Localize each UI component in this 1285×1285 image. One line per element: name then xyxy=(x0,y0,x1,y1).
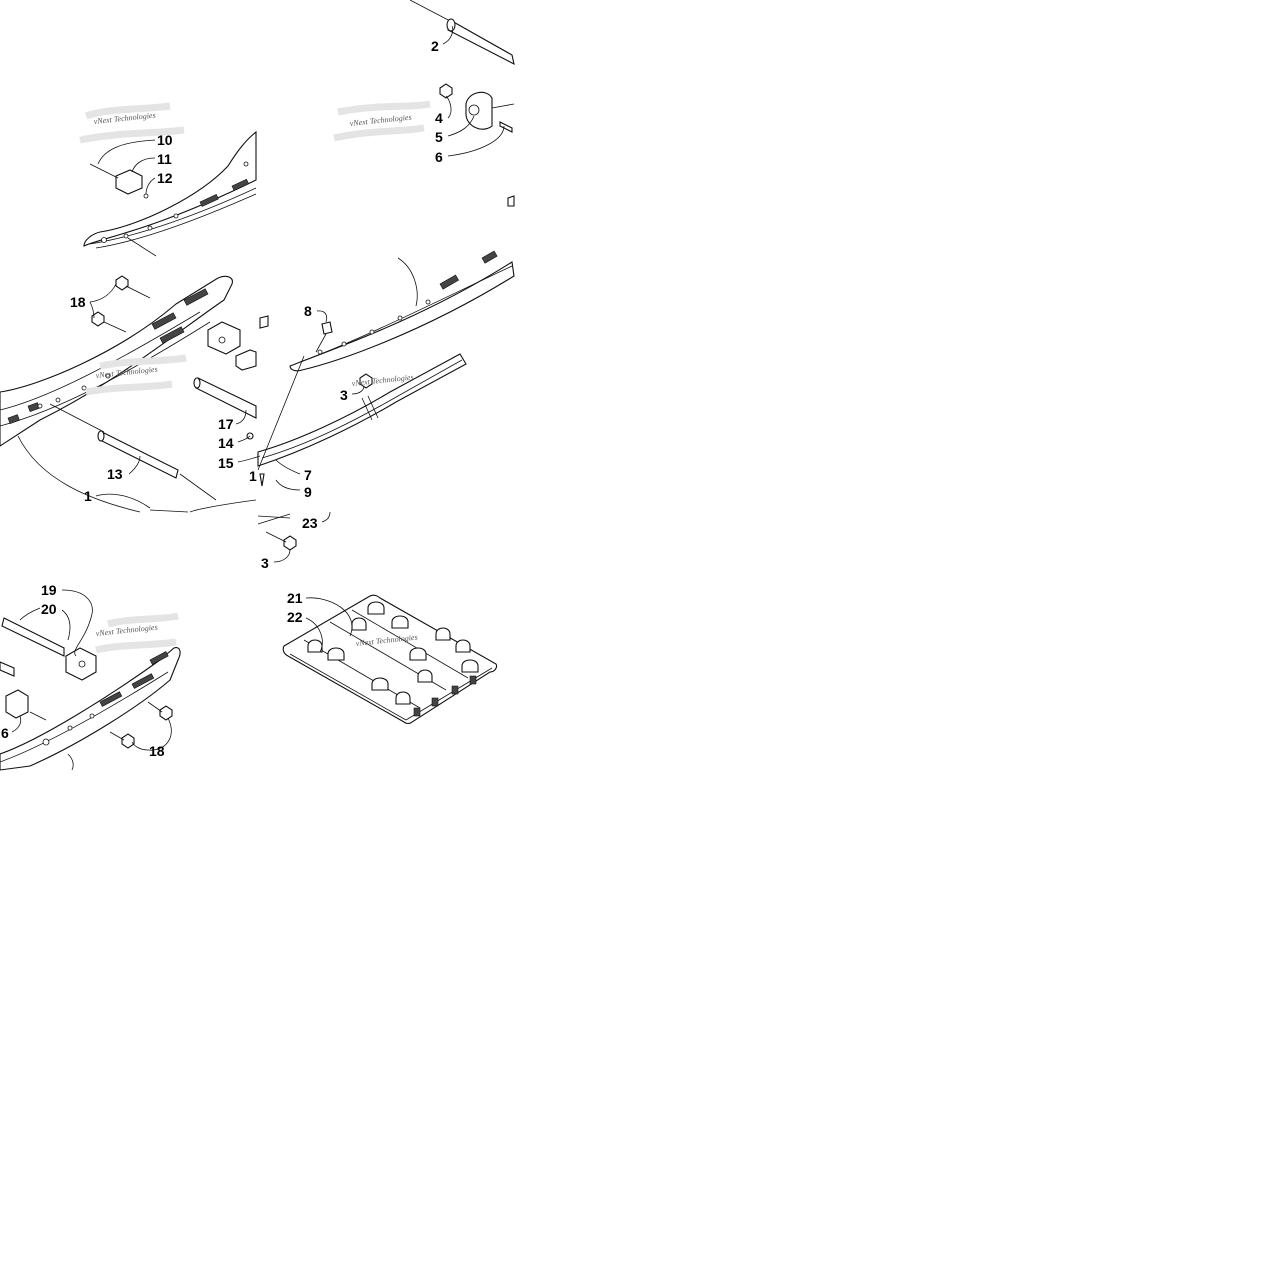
bolt-3-upper xyxy=(359,373,373,389)
callout-8: 8 xyxy=(304,303,312,319)
rail-end-23 xyxy=(257,513,291,525)
slide-block-6 xyxy=(5,689,47,721)
bolt-3-lower xyxy=(265,531,297,551)
right-slide-rail xyxy=(289,195,515,372)
spacer-block-19 xyxy=(65,647,97,681)
axle-shaft-part xyxy=(409,0,515,66)
spacer-blocks xyxy=(207,315,269,371)
watermark-text: vNext Technologies xyxy=(95,623,158,638)
callout-3: 3 xyxy=(340,387,348,403)
callout-4: 4 xyxy=(435,110,443,126)
watermark: vNext Technologies vNext Technologies vN… xyxy=(79,100,431,654)
callout-6: 6 xyxy=(435,149,443,165)
mounting-bolts xyxy=(91,275,151,333)
slide-block-part xyxy=(89,163,149,199)
cross-shaft-13 xyxy=(49,403,217,501)
wear-strip-7 xyxy=(257,353,467,471)
callout-18: 18 xyxy=(149,743,165,759)
callout-14: 14 xyxy=(218,435,234,451)
callout-10: 10 xyxy=(157,132,173,148)
plug-8 xyxy=(315,321,333,353)
callout-23: 23 xyxy=(302,515,318,531)
mounting-bolts-18 xyxy=(109,701,173,749)
callout-5: 5 xyxy=(435,129,443,145)
callout-3: 3 xyxy=(261,555,269,571)
callout-13: 13 xyxy=(107,466,123,482)
callout-19: 19 xyxy=(41,582,57,598)
callout-9: 9 xyxy=(304,484,312,500)
callout-12: 12 xyxy=(157,170,173,186)
callout-1: 1 xyxy=(84,488,92,504)
leader-lines xyxy=(11,25,505,751)
screw-9 xyxy=(259,473,265,487)
cross-shaft-17 xyxy=(193,377,257,419)
callout-21: 21 xyxy=(287,590,303,606)
callout-17: 17 xyxy=(218,416,234,432)
callout-22: 22 xyxy=(287,609,303,625)
callout-labels: 2 4 5 6 10 11 12 18 8 3 17 14 15 13 1 1 … xyxy=(1,38,443,759)
callout-2: 2 xyxy=(431,38,439,54)
bumper-block-part xyxy=(439,83,515,133)
callout-11: 11 xyxy=(157,151,172,167)
watermark-text: vNext Technologies xyxy=(349,113,412,128)
rear-slide-rail xyxy=(0,647,181,771)
callout-20: 20 xyxy=(41,601,57,617)
callout-1: 1 xyxy=(249,468,257,484)
callout-7: 7 xyxy=(304,467,312,483)
callout-6: 6 xyxy=(1,725,9,741)
track-section xyxy=(282,594,498,725)
callout-15: 15 xyxy=(218,455,234,471)
cross-shaft-20 xyxy=(0,617,65,677)
rear-rail-segment xyxy=(83,130,257,257)
callout-18: 18 xyxy=(70,294,86,310)
